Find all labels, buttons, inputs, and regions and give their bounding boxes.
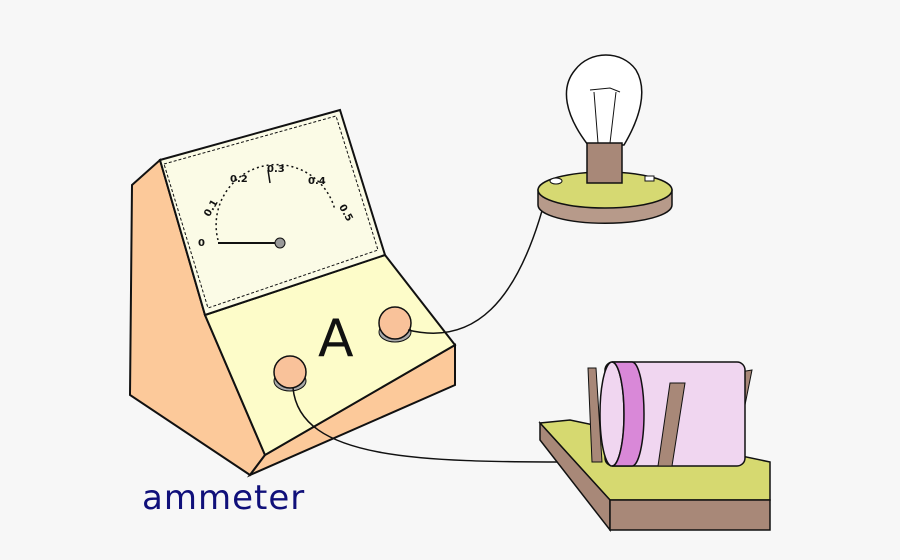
scale-label-0.2: 0.2 xyxy=(230,174,248,185)
scale-label-0.3: 0.3 xyxy=(267,164,285,175)
ammeter-symbol: A xyxy=(318,309,354,369)
terminal-right xyxy=(378,306,412,343)
caption-label: ammeter xyxy=(142,478,306,518)
light-bulb xyxy=(537,54,673,224)
ammeter: 0 0.1 0.2 0.3 0.4 0.5 A xyxy=(128,108,457,478)
scale-label-0.4: 0.4 xyxy=(308,176,326,187)
scale-label-0: 0 xyxy=(198,238,205,249)
wire-to-bulb xyxy=(407,179,551,334)
rheostat xyxy=(538,361,771,533)
terminal-left xyxy=(273,355,307,392)
wire-to-rheostat xyxy=(292,387,576,463)
